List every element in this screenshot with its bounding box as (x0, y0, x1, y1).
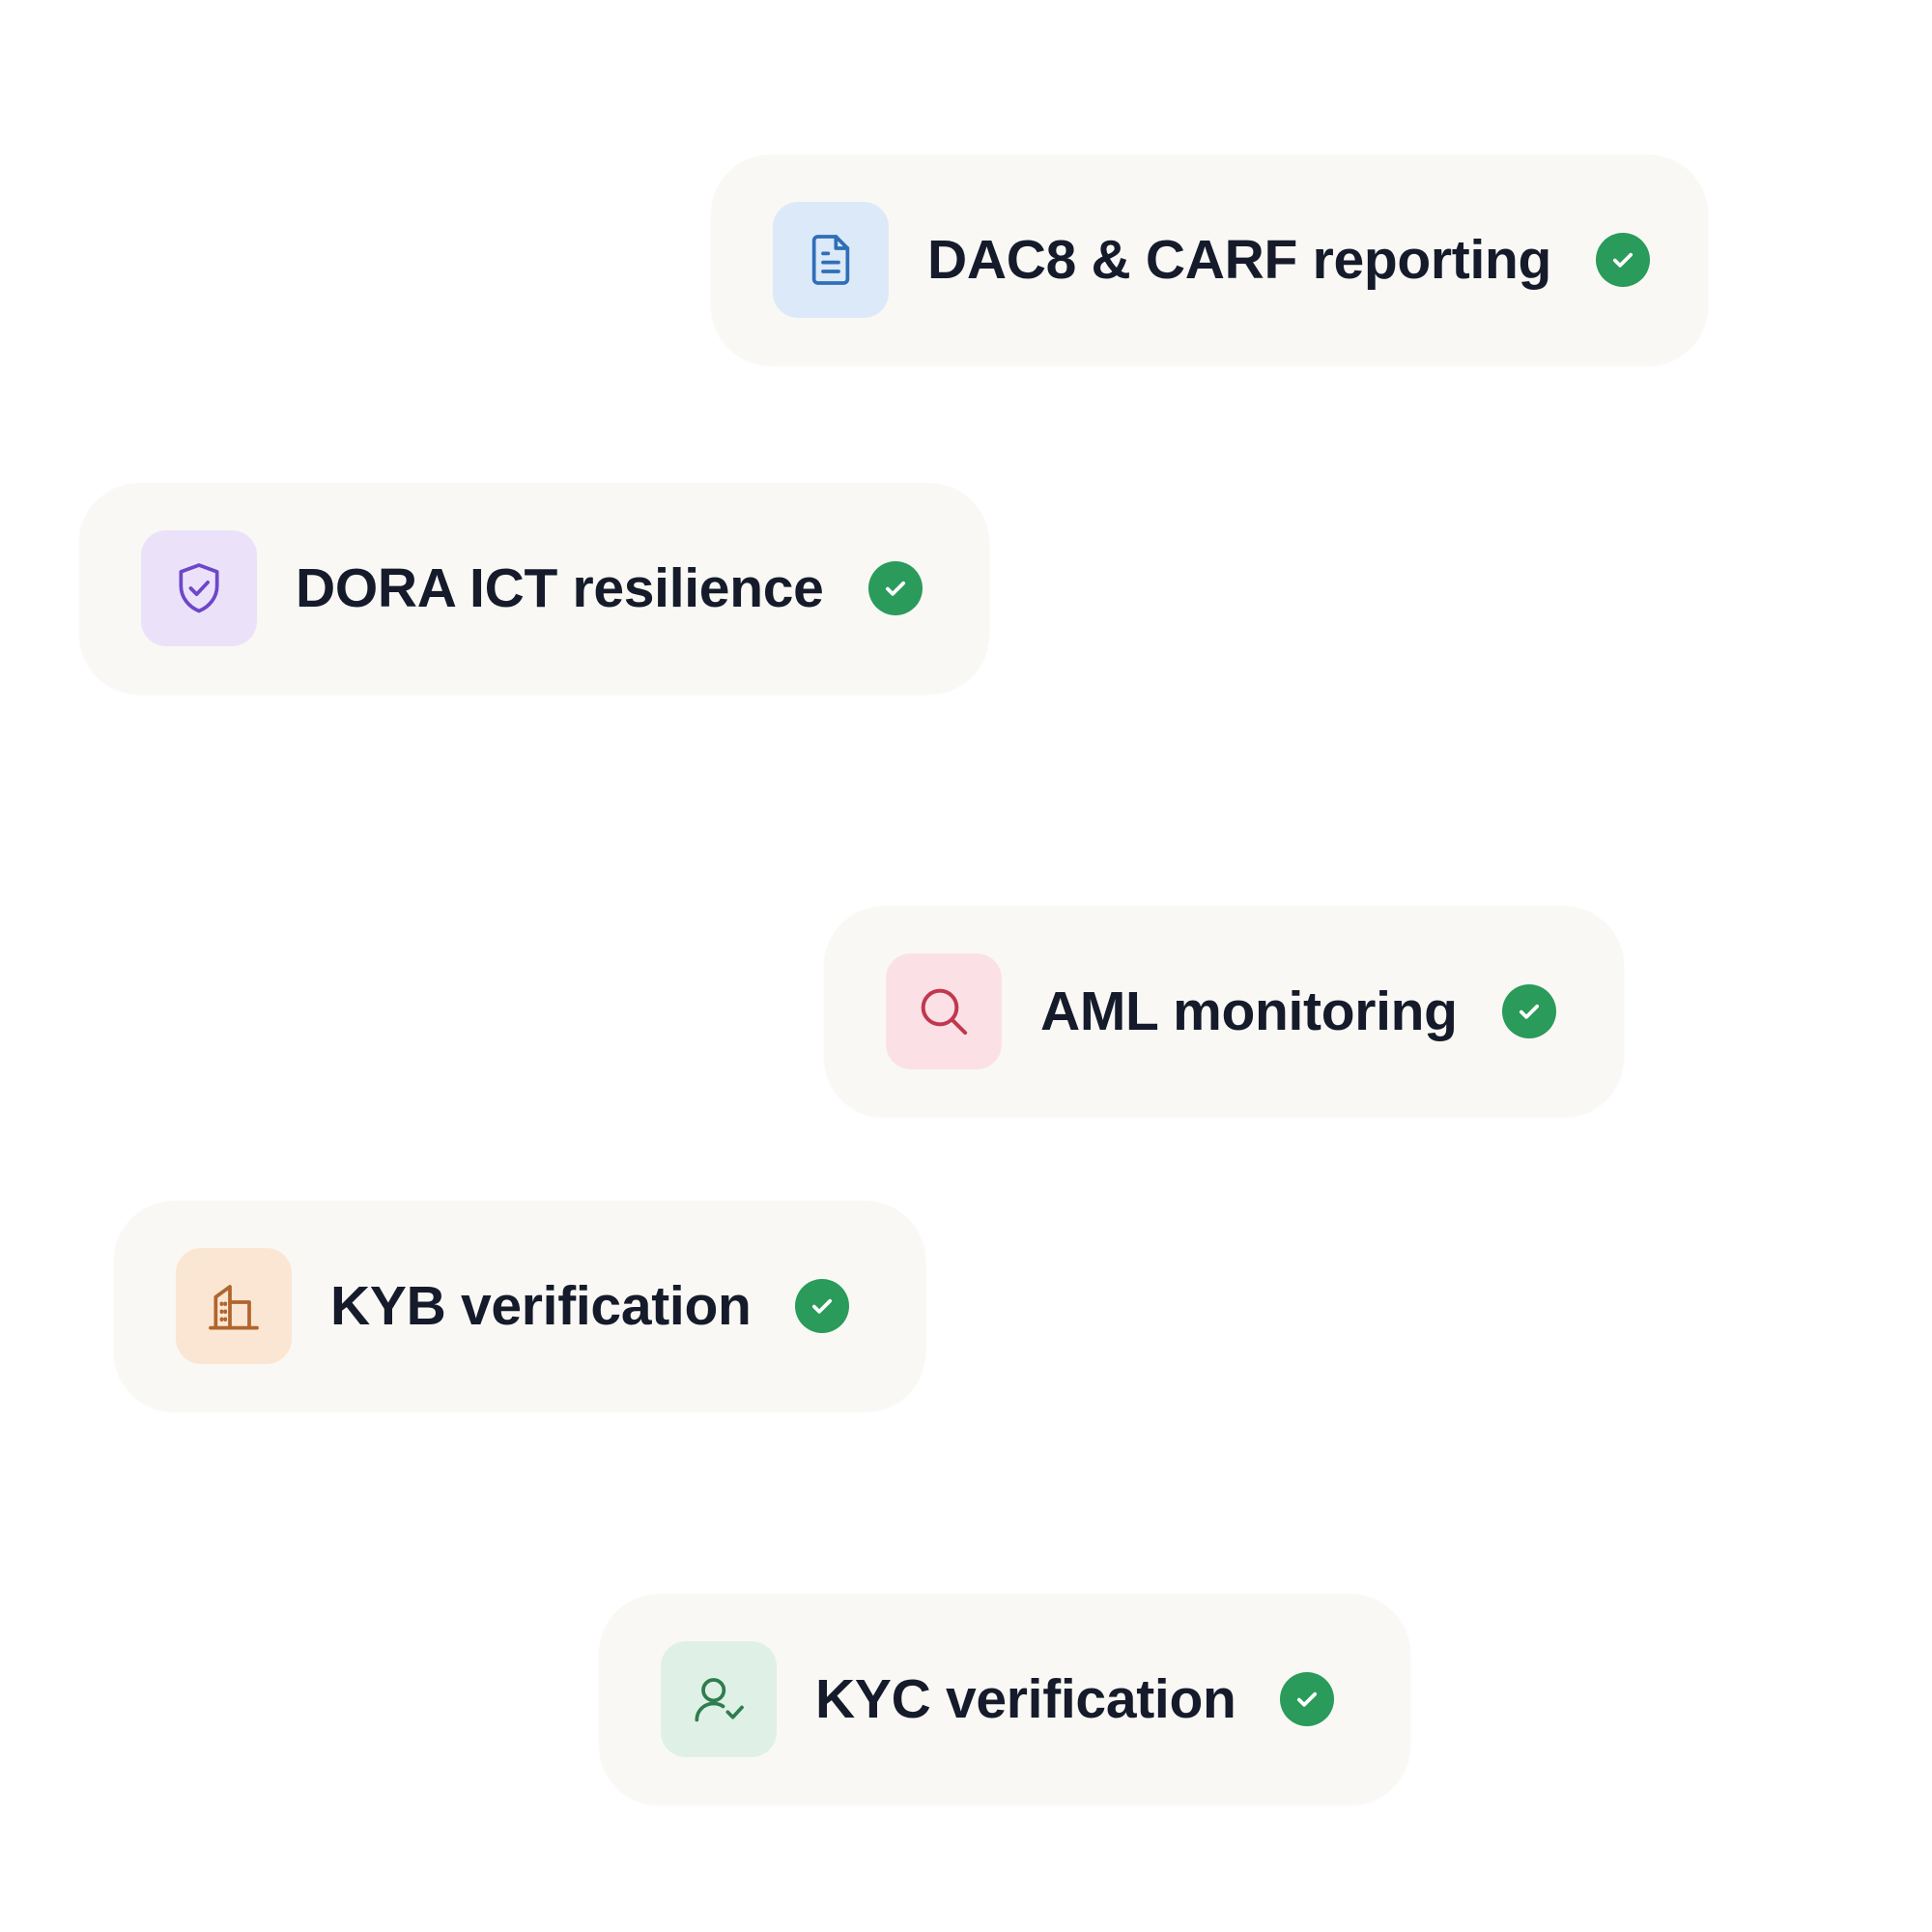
icon-tile (141, 530, 257, 646)
compliance-card-aml[interactable]: AML monitoring (824, 906, 1624, 1117)
card-label: DAC8 & CARF reporting (927, 229, 1552, 291)
check-icon (1501, 984, 1556, 1038)
check-icon (795, 1279, 850, 1333)
document-icon (800, 229, 862, 291)
user-check-icon (688, 1668, 750, 1730)
icon-tile (886, 953, 1002, 1069)
search-icon (913, 980, 975, 1042)
check-icon (1280, 1672, 1335, 1726)
check-icon (1596, 233, 1651, 287)
shield-check-icon (168, 557, 230, 619)
icon-tile (661, 1641, 777, 1757)
building-icon (203, 1275, 265, 1337)
icon-tile (773, 202, 889, 318)
compliance-card-dora[interactable]: DORA ICT resilience (79, 483, 989, 694)
icon-tile (176, 1248, 292, 1364)
compliance-card-dac8[interactable]: DAC8 & CARF reporting (711, 155, 1708, 365)
compliance-card-kyb[interactable]: KYB verification (114, 1201, 925, 1411)
card-label: AML monitoring (1040, 980, 1458, 1042)
card-label: DORA ICT resilience (296, 557, 824, 619)
card-label: KYC verification (815, 1668, 1236, 1730)
check-icon (867, 561, 923, 615)
card-label: KYB verification (330, 1275, 752, 1337)
compliance-card-kyc[interactable]: KYC verification (599, 1594, 1410, 1804)
